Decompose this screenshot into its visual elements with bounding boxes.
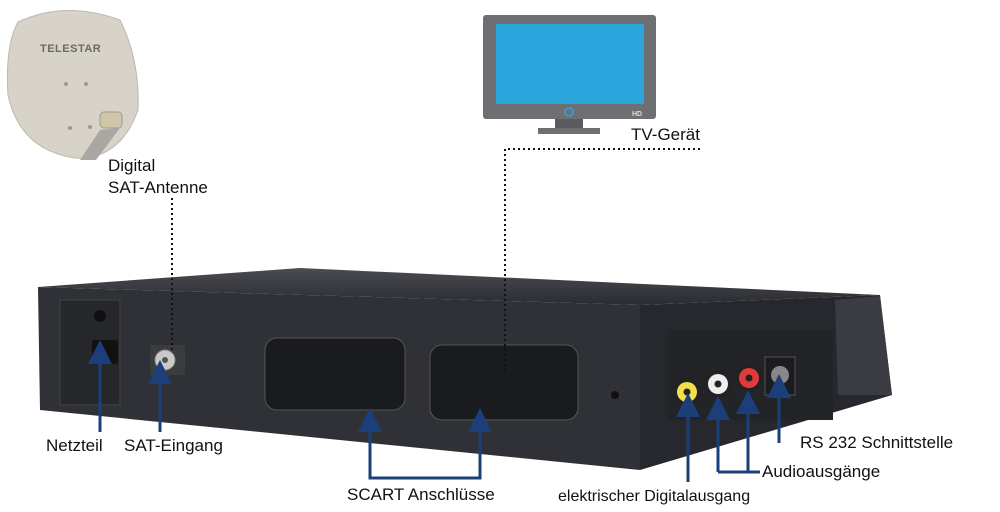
- hd-badge: HD: [632, 111, 642, 118]
- scart-connector-2: [429, 344, 579, 421]
- power-label: Netzteil: [46, 436, 103, 455]
- dish-label-line1: Digital: [108, 156, 156, 175]
- sat-input-label: SAT-Eingang: [124, 436, 223, 455]
- audio-out-label: Audioausgänge: [762, 462, 881, 481]
- tv-icon: HD: [483, 15, 656, 134]
- scart-connector-1: [264, 337, 406, 411]
- scart-bracket: [368, 422, 482, 480]
- rs232-label: RS 232 Schnittstelle: [800, 433, 954, 452]
- digital-out-label: elektrischer Digitalausgang: [558, 488, 751, 505]
- scart-label: SCART Anschlüsse: [347, 485, 495, 504]
- tv-cable-line: [504, 148, 700, 372]
- rs232-port: [771, 366, 789, 384]
- dish-label-line2: SAT-Antenne: [108, 178, 208, 197]
- power-socket: [92, 340, 118, 364]
- dish-brand-logo: TELESTAR: [40, 43, 101, 55]
- satellite-dish-icon: TELESTAR: [6, 9, 139, 160]
- tv-label: TV-Gerät: [631, 125, 700, 144]
